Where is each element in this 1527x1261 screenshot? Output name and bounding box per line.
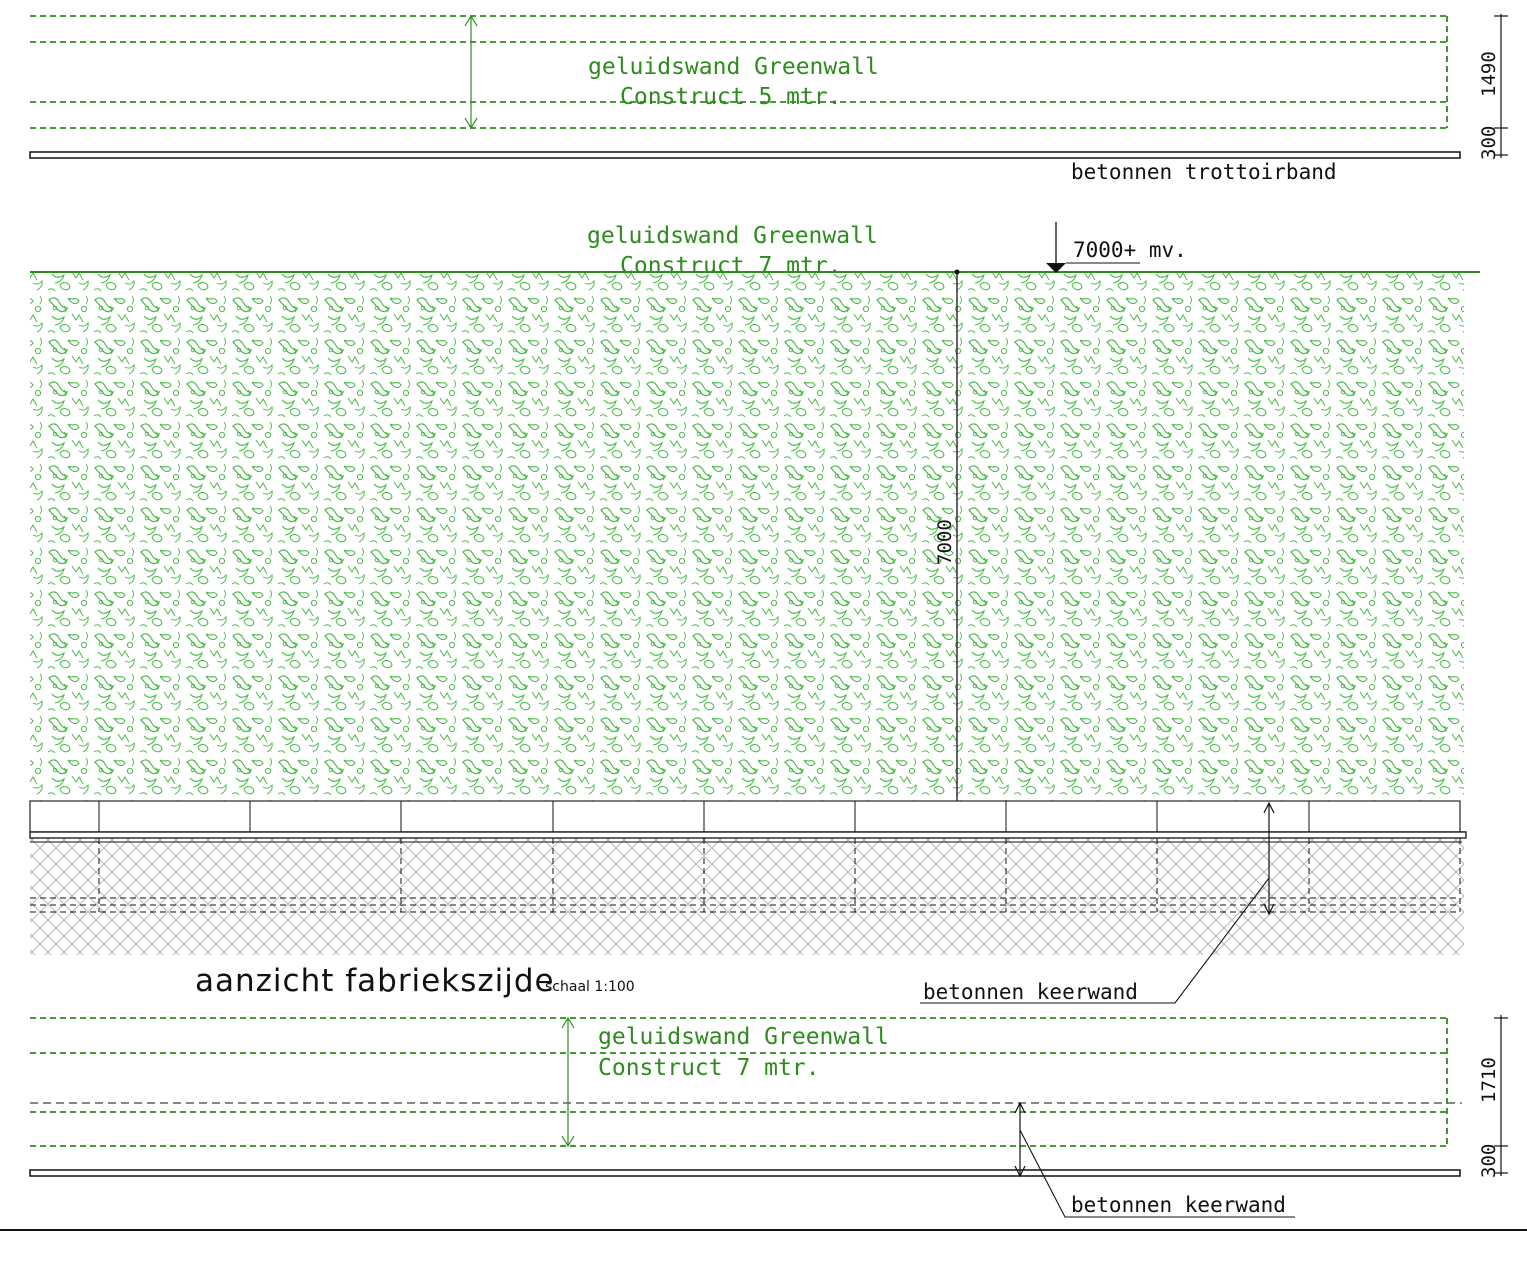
leader-line	[1019, 1129, 1295, 1218]
curb	[29, 1169, 1461, 1177]
level-marker-triangle	[1046, 263, 1066, 273]
soil-hatch	[30, 838, 1464, 955]
elevation-label-line2: Construct 7 mtr.	[620, 253, 842, 279]
elevation-label-line1: geluidswand Greenwall	[587, 223, 878, 249]
wall-label-line1: geluidswand Greenwall	[598, 1024, 889, 1050]
dim-curb-width: 300	[1478, 1144, 1500, 1178]
post-dividers	[98, 801, 1310, 832]
top-plan-view: geluidswand Greenwall Construct 5 mtr. b…	[29, 14, 1508, 184]
retaining-wall-cap	[29, 831, 1467, 839]
wall-label-line2: Construct 7 mtr.	[598, 1055, 820, 1081]
wall-label-line1: geluidswand Greenwall	[588, 54, 879, 80]
retaining-wall-label: betonnen keerwand	[923, 980, 1138, 1004]
arrow-head-up	[1014, 1101, 1026, 1114]
elevation-view: geluidswand Greenwall Construct 7 mtr. 7…	[29, 222, 1480, 1004]
leader-line	[920, 877, 1270, 1004]
arrow-head-up	[464, 14, 478, 27]
arrow-head-down	[464, 117, 478, 130]
arrow-head-up	[1263, 801, 1275, 814]
greenwall-foliage	[30, 272, 1464, 802]
view-scale: schaal 1:100	[545, 979, 635, 995]
dim-wall-width: 1490	[1478, 51, 1500, 97]
arrow-head-down	[561, 1135, 575, 1148]
plinth-row	[29, 800, 1461, 833]
dim-height: 7000	[934, 519, 956, 565]
arrow-head-down	[1014, 1165, 1026, 1178]
dimension-node	[954, 269, 960, 275]
arrow-head-up	[561, 1016, 575, 1029]
level-marker-label: 7000+ mv.	[1073, 238, 1187, 262]
arrow-head-down	[1263, 903, 1275, 916]
pile-dashed-lines	[30, 838, 1461, 913]
dim-wall-width: 1710	[1478, 1057, 1500, 1103]
dim-curb-width: 300	[1478, 126, 1500, 160]
wall-label-line2: Construct 5 mtr.	[620, 84, 842, 110]
bottom-plan-view: geluidswand Greenwall Construct 7 mtr. b…	[29, 1015, 1508, 1218]
curb-label: betonnen trottoirband	[1071, 160, 1337, 184]
retaining-wall-label: betonnen keerwand	[1071, 1193, 1286, 1217]
curb	[29, 151, 1461, 159]
view-title: aanzicht fabriekszijde	[195, 963, 555, 999]
